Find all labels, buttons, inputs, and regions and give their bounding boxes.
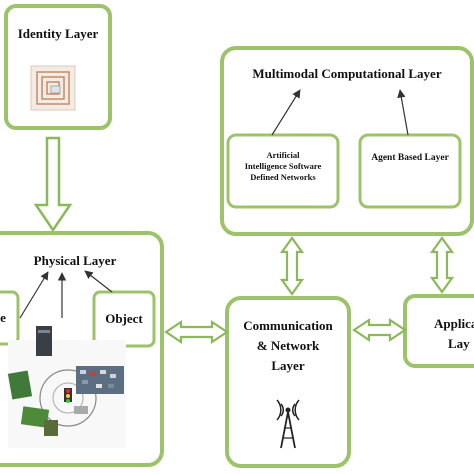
agent-box: [358, 133, 462, 209]
physical-left-box-label: e: [0, 310, 6, 325]
agent-to-multimodal-arrow: [397, 89, 409, 136]
physical-arrow-left: [19, 271, 49, 319]
connected-devices-photo: [7, 326, 126, 448]
ai-box-line-1: Artificial: [266, 150, 300, 160]
physical-arrow-right: [84, 270, 113, 293]
communication-line-3: Layer: [271, 358, 305, 373]
ai-box: [226, 133, 340, 209]
application-line-2: Lay: [448, 336, 470, 351]
communication-line-1: Communication: [243, 318, 333, 333]
physical-left-box: [0, 290, 20, 346]
communication-layer-box: [225, 296, 351, 468]
ai-box-line-3: Defined Networks: [250, 172, 316, 182]
identity-to-physical-arrow: [33, 136, 73, 233]
communication-layer-label: Communication & Network Layer: [227, 316, 349, 376]
identity-layer-title: Identity Layer: [17, 26, 99, 41]
physical-layer-title: Physical Layer: [33, 253, 117, 268]
application-line-1: Applica: [434, 316, 474, 331]
object-box-label: Object: [105, 311, 143, 326]
ai-to-multimodal-arrow: [271, 89, 301, 136]
agent-box-label: Agent Based Layer: [371, 153, 449, 163]
multimodal-layer-title: Multimodal Computational Layer: [252, 66, 442, 81]
communication-line-2: & Network: [256, 338, 320, 353]
multimodal-application-arrow: [429, 236, 455, 294]
multimodal-communication-arrow: [279, 236, 305, 296]
communication-application-arrow: [352, 317, 407, 343]
ai-box-label: Artificial Intelligence Software Defined…: [228, 150, 338, 183]
antenna-tower-icon: [276, 399, 300, 449]
physical-communication-arrow: [164, 319, 229, 345]
application-layer-label: Applica Lay: [434, 314, 474, 354]
rfid-chip-icon: [30, 65, 76, 111]
ai-box-line-2: Intelligence Software: [244, 161, 322, 171]
